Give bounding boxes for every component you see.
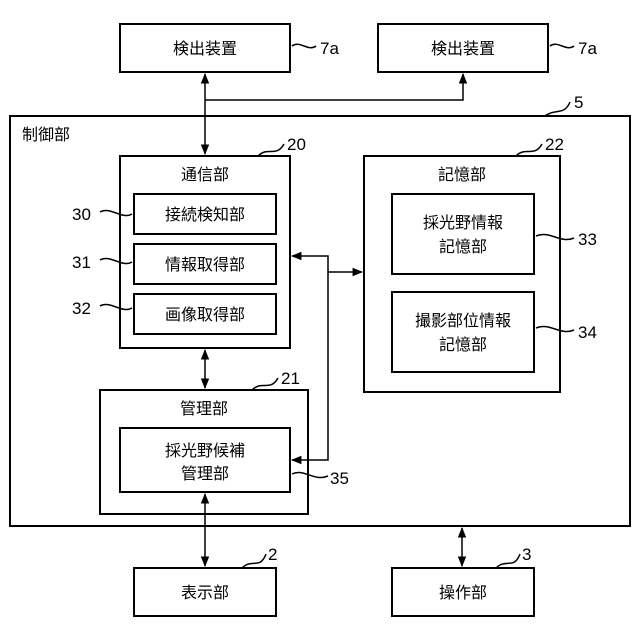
detector-label-1: 検出装置 [173, 39, 237, 58]
body-part-storage-box [392, 292, 534, 372]
detector-ref-1: 7a [320, 39, 339, 58]
storage-label: 記憶部 [438, 165, 486, 184]
control-unit-ref-leader [545, 102, 570, 116]
control-unit-ref: 5 [574, 93, 583, 112]
irradiation-field-storage-box [392, 194, 534, 274]
info-acquisition-label: 情報取得部 [165, 255, 245, 274]
irradiation-field-storage-line1: 採光野情報 [423, 213, 503, 232]
display-ref: 2 [268, 545, 277, 564]
detector-ref-leader-1 [292, 44, 316, 47]
detector-box-2: 検出装置 [378, 24, 548, 72]
info-acquisition-ref: 31 [72, 253, 91, 272]
candidate-management-line1: 採光野候補 [165, 441, 245, 460]
connection-detection-label: 接続検知部 [165, 205, 245, 224]
storage-ref: 22 [545, 135, 564, 154]
management-label: 管理部 [180, 399, 228, 418]
body-part-storage-ref: 34 [578, 323, 597, 342]
irradiation-field-storage-ref: 33 [578, 230, 597, 249]
operation-ref: 3 [522, 545, 531, 564]
operation-label: 操作部 [439, 583, 487, 602]
irradiation-field-storage-line2: 記憶部 [439, 237, 487, 256]
operation-ref-leader [496, 554, 520, 568]
communication-ref: 20 [287, 135, 306, 154]
control-unit-label: 制御部 [22, 125, 70, 144]
detector-box-1: 検出装置 [120, 24, 290, 72]
candidate-management-line2: 管理部 [181, 464, 229, 483]
detector-ref-leader-2 [550, 44, 574, 47]
body-part-storage-line1: 撮影部位情報 [415, 311, 511, 330]
body-part-storage-line2: 記憶部 [439, 335, 487, 354]
detector-label-2: 検出装置 [431, 39, 495, 58]
display-label: 表示部 [181, 583, 229, 602]
display-ref-leader [242, 554, 266, 568]
detector-ref-2: 7a [578, 39, 597, 58]
image-acquisition-ref: 32 [72, 299, 91, 318]
communication-label: 通信部 [181, 165, 229, 184]
image-acquisition-label: 画像取得部 [165, 305, 245, 324]
candidate-management-ref: 35 [330, 469, 349, 488]
management-ref: 21 [281, 369, 300, 388]
detector2-connector [205, 74, 463, 100]
connection-detection-ref: 30 [72, 205, 91, 224]
